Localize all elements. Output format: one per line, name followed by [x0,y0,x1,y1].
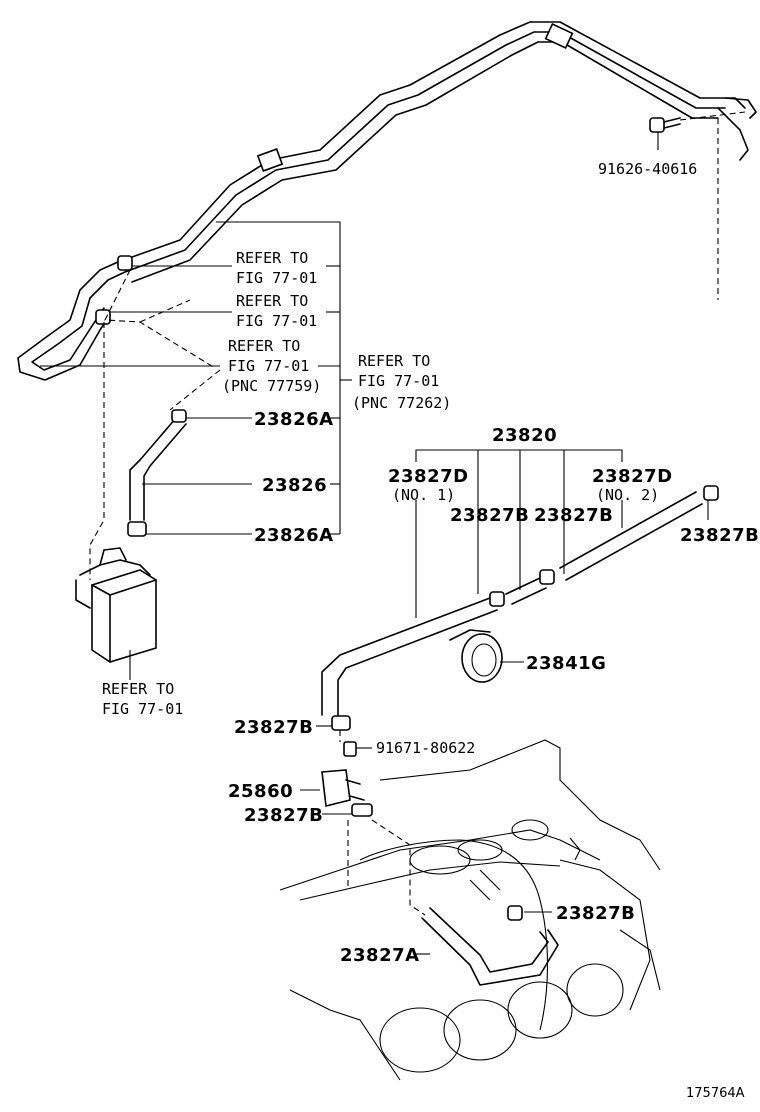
dashed-guides-left [89,269,221,580]
refer-label-1-line1: REFER TO [236,249,308,267]
part-label-23827D-right-sub: (NO. 2) [596,486,659,504]
refer-label-5-line1: REFER TO [102,680,174,698]
refer-label-4-line2: FIG 77-01 [358,372,439,390]
part-label-23826: 23826 [262,475,327,496]
part-label-23827B-a: 23827B [450,505,529,526]
hose-23827A [371,819,559,986]
fuel-tube-assembly [117,21,757,300]
refer-label-3-line1: REFER TO [228,337,300,355]
part-label-23827D-right: 23827D [592,466,673,487]
hose-assembly-23820 [321,485,719,731]
leader-lines-left [40,132,659,680]
refer-label-3-line2: FIG 77-01 [228,357,309,375]
hose-23826 [127,409,187,537]
part-label-23827B-b: 23827B [534,505,613,526]
part-label-23827A: 23827A [340,945,420,966]
part-label-23827B-e: 23827B [244,805,323,826]
part-label-23826A-top: 23826A [254,409,334,430]
part-label-25860: 25860 [228,781,293,802]
part-label-23827B-c: 23827B [680,525,759,546]
figure-id: 175764A [686,1086,745,1101]
charcoal-canister [75,547,157,663]
part-label-23827D-left: 23827D [388,466,469,487]
refer-label-2-line1: REFER TO [236,292,308,310]
part-label-23827B-d: 23827B [234,717,313,738]
vsv-25860 [321,730,373,890]
leader-lines-right [300,449,709,955]
part-label-23826A-bottom: 23826A [254,525,334,546]
refer-label-2: REFER TO FIG 77-01 [236,292,317,330]
engine-block [279,739,661,1081]
part-label-91626-40616: 91626-40616 [598,160,697,178]
refer-label-4-line1: REFER TO [358,352,430,370]
refer-label-4: REFER TO FIG 77-01 (PNC 77262) [352,352,451,412]
part-label-23820: 23820 [492,425,557,446]
refer-label-3-line3: (PNC 77759) [222,377,321,395]
refer-label-5: REFER TO FIG 77-01 [102,680,183,718]
refer-label-2-line2: FIG 77-01 [236,312,317,330]
part-label-23841G: 23841G [526,653,606,674]
refer-label-5-line2: FIG 77-01 [102,700,183,718]
refer-label-1-line2: FIG 77-01 [236,269,317,287]
vapor-hose-loop [17,255,133,381]
refer-label-1: REFER TO FIG 77-01 [236,249,317,287]
part-label-91671-80622: 91671-80622 [376,739,475,757]
part-label-23827B-f: 23827B [556,903,635,924]
part-label-23827D-left-sub: (NO. 1) [392,486,455,504]
clip-23841G [449,629,524,683]
refer-label-3: REFER TO FIG 77-01 (PNC 77759) [222,337,321,395]
bolt-91626 [649,117,681,133]
refer-label-4-line3: (PNC 77262) [352,394,451,412]
